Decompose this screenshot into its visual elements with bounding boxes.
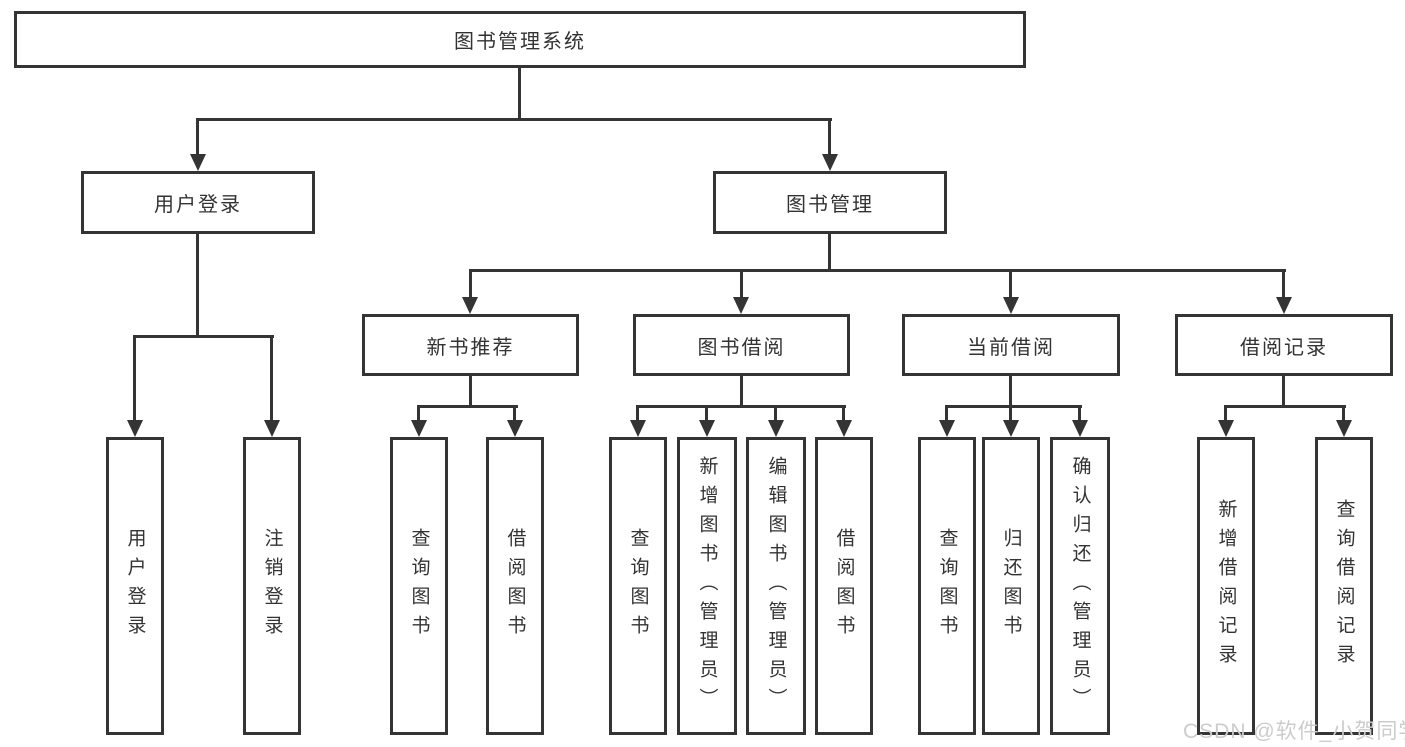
arrowhead-down-icon bbox=[1336, 420, 1352, 437]
connector-book-mgmt-branch bbox=[469, 269, 1286, 272]
connector-leaf-stem bbox=[774, 405, 777, 422]
connector-leaf-stem bbox=[1078, 405, 1081, 422]
leaf-edit-book-admin: 编辑图书（管理员） bbox=[746, 437, 806, 735]
connector-leaf-logout-stem bbox=[270, 335, 273, 421]
connector-book-mgmt-down bbox=[828, 234, 831, 272]
arrowhead-down-icon bbox=[507, 420, 523, 437]
node-current-borrowing: 当前借阅 bbox=[902, 314, 1120, 376]
connector-current-borrow-stem bbox=[1009, 269, 1012, 299]
leaf-borrow-books-2: 借阅图书 bbox=[815, 437, 873, 735]
connector-root-stem bbox=[518, 68, 521, 121]
leaf-add-book-admin-label: 新增图书（管理员） bbox=[696, 455, 718, 717]
connector-leaf-stem bbox=[1342, 405, 1345, 422]
connector-current-borrow-leaf-branch bbox=[945, 405, 1082, 408]
connector-borrow-record-leaf-branch bbox=[1224, 405, 1346, 408]
connector-borrow-record-down bbox=[1282, 376, 1285, 408]
leaf-borrow-books-2-label: 借阅图书 bbox=[833, 528, 855, 644]
arrowhead-down-icon bbox=[939, 420, 955, 437]
connector-leaf-stem bbox=[1224, 405, 1227, 422]
connector-root-branch bbox=[196, 118, 832, 121]
arrowhead-down-icon bbox=[1218, 420, 1234, 437]
arrowhead-down-icon bbox=[822, 154, 838, 171]
node-book-management: 图书管理 bbox=[713, 171, 947, 234]
connector-book-borrow-leaf-branch bbox=[636, 405, 846, 408]
connector-new-book-down bbox=[469, 376, 472, 408]
leaf-query-books-1-label: 查询图书 bbox=[408, 528, 430, 644]
leaf-edit-book-admin-label: 编辑图书（管理员） bbox=[765, 455, 787, 717]
leaf-add-borrow-record-label: 新增借阅记录 bbox=[1215, 499, 1237, 673]
node-book-borrowing-label: 图书借阅 bbox=[697, 336, 786, 359]
node-library-system: 图书管理系统 bbox=[14, 11, 1026, 68]
leaf-query-books-3: 查询图书 bbox=[918, 437, 976, 735]
arrowhead-down-icon bbox=[411, 420, 427, 437]
arrowhead-down-icon bbox=[699, 420, 715, 437]
leaf-add-borrow-record: 新增借阅记录 bbox=[1197, 437, 1255, 735]
connector-borrow-record-stem bbox=[1282, 269, 1285, 299]
node-borrowing-records-label: 借阅记录 bbox=[1240, 336, 1328, 359]
arrowhead-down-icon bbox=[264, 420, 280, 437]
node-new-book-recommend: 新书推荐 bbox=[362, 314, 579, 376]
connector-leaf-stem bbox=[705, 405, 708, 422]
leaf-query-borrow-record-label: 查询借阅记录 bbox=[1333, 499, 1355, 673]
connector-leaf-stem bbox=[636, 405, 639, 422]
node-user-login: 用户登录 bbox=[81, 171, 315, 234]
leaf-borrow-books-1: 借阅图书 bbox=[486, 437, 544, 735]
leaf-add-book-admin: 新增图书（管理员） bbox=[677, 437, 737, 735]
node-new-book-recommend-label: 新书推荐 bbox=[426, 336, 515, 359]
connector-leaf-user-login-stem bbox=[133, 335, 136, 421]
connector-leaf-stem bbox=[417, 405, 420, 422]
arrowhead-down-icon bbox=[127, 420, 143, 437]
csdn-watermark: CSDN @软件_小贺同学 bbox=[1183, 720, 1405, 743]
connector-leaf-stem bbox=[842, 405, 845, 422]
arrowhead-down-icon bbox=[190, 154, 206, 171]
connector-user-login-branch bbox=[133, 335, 274, 338]
leaf-query-books-2: 查询图书 bbox=[609, 437, 667, 735]
node-user-login-label: 用户登录 bbox=[154, 194, 242, 216]
leaf-return-book-label: 归还图书 bbox=[1000, 528, 1022, 644]
connector-user-login-stem bbox=[196, 118, 199, 156]
node-current-borrowing-label: 当前借阅 bbox=[967, 336, 1055, 359]
arrowhead-down-icon bbox=[733, 297, 749, 314]
connector-user-login-down bbox=[196, 234, 199, 338]
leaf-query-books-2-label: 查询图书 bbox=[627, 528, 649, 644]
connector-book-borrow-stem bbox=[740, 269, 743, 299]
node-book-borrowing: 图书借阅 bbox=[633, 314, 850, 376]
connector-new-book-stem bbox=[469, 269, 472, 299]
connector-leaf-stem bbox=[945, 405, 948, 422]
connector-book-borrow-down bbox=[740, 376, 743, 408]
arrowhead-down-icon bbox=[1072, 420, 1088, 437]
connector-new-book-leaf-branch bbox=[417, 405, 518, 408]
arrowhead-down-icon bbox=[836, 420, 852, 437]
leaf-query-books-3-label: 查询图书 bbox=[936, 528, 958, 644]
leaf-return-book: 归还图书 bbox=[982, 437, 1040, 735]
arrowhead-down-icon bbox=[630, 420, 646, 437]
leaf-user-login-label: 用户登录 bbox=[124, 528, 146, 644]
connector-leaf-stem bbox=[513, 405, 516, 422]
arrowhead-down-icon bbox=[768, 420, 784, 437]
node-book-management-label: 图书管理 bbox=[786, 194, 874, 216]
arrowhead-down-icon bbox=[1276, 297, 1292, 314]
leaf-confirm-return-admin: 确认归还（管理员） bbox=[1050, 437, 1110, 735]
leaf-logout: 注销登录 bbox=[243, 437, 301, 735]
connector-current-borrow-down bbox=[1009, 376, 1012, 408]
node-library-system-label: 图书管理系统 bbox=[454, 31, 586, 53]
node-borrowing-records: 借阅记录 bbox=[1175, 314, 1393, 376]
leaf-user-login: 用户登录 bbox=[106, 437, 164, 735]
leaf-logout-label: 注销登录 bbox=[261, 528, 283, 644]
arrowhead-down-icon bbox=[1003, 420, 1019, 437]
leaf-query-borrow-record: 查询借阅记录 bbox=[1315, 437, 1373, 735]
arrowhead-down-icon bbox=[1003, 297, 1019, 314]
connector-book-mgmt-stem bbox=[828, 118, 831, 156]
leaf-query-books-1: 查询图书 bbox=[390, 437, 448, 735]
leaf-confirm-return-admin-label: 确认归还（管理员） bbox=[1069, 455, 1091, 717]
arrowhead-down-icon bbox=[462, 297, 478, 314]
leaf-borrow-books-1-label: 借阅图书 bbox=[504, 528, 526, 644]
connector-leaf-stem bbox=[1009, 405, 1012, 422]
